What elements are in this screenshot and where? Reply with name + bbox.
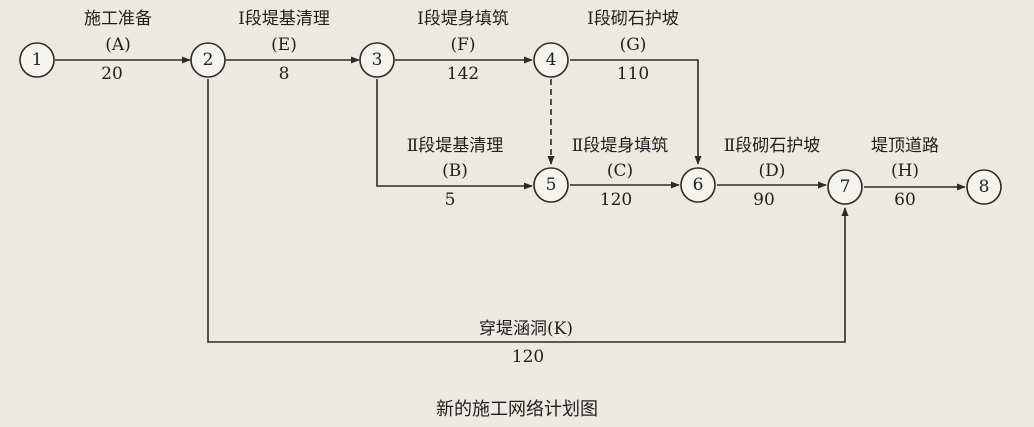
activity-e-duration: 8 [279,64,290,84]
node-4: 4 [533,42,569,78]
edge-g [570,59,702,165]
node-2-label: 2 [203,50,214,70]
activity-g-duration: 110 [617,64,649,84]
diagram-caption: 新的施工网络计划图 [436,399,598,420]
activity-b-name: Ⅱ段堤基清理 [407,136,504,156]
activity-d-code: (D) [759,161,786,181]
activity-k-duration: 120 [512,347,544,367]
activity-d-name: Ⅱ段砌石护坡 [724,136,821,156]
activity-d-duration: 90 [753,190,775,210]
node-3-label: 3 [372,50,383,70]
node-5-label: 5 [546,175,557,195]
edge-k [207,79,849,343]
activity-a-duration: 20 [101,64,123,84]
activity-h-name: 堤顶道路 [871,136,939,156]
activity-c-name: Ⅱ段堤身填筑 [572,136,669,156]
edge-b [376,79,533,190]
activity-f-name: Ⅰ段堤身填筑 [417,9,509,29]
node-8-label: 8 [979,177,990,197]
node-6: 6 [680,167,716,203]
activity-a-code: (A) [105,35,131,55]
node-7: 7 [827,169,863,205]
activity-g-code: (G) [620,35,647,55]
activity-a-name: 施工准备 [84,9,152,29]
activity-c-duration: 120 [600,190,632,210]
activity-e-code: (E) [271,35,297,55]
node-6-label: 6 [693,175,704,195]
activity-f-code: (F) [450,35,475,55]
activity-h-duration: 60 [894,190,916,210]
node-5: 5 [533,167,569,203]
activity-e-name: Ⅰ段堤基清理 [238,9,330,29]
node-8: 8 [966,169,1002,205]
node-1: 1 [19,42,55,78]
activity-g-name: Ⅰ段砌石护坡 [587,9,679,29]
node-3: 3 [359,42,395,78]
activity-k-name: 穿堤涵洞(K) [479,319,573,339]
activity-b-duration: 5 [445,190,456,210]
node-2: 2 [190,42,226,78]
node-7-label: 7 [840,177,851,197]
node-1-label: 1 [32,50,43,70]
activity-f-duration: 142 [447,64,479,84]
activity-h-code: (H) [891,161,919,181]
activity-c-code: (C) [607,161,633,181]
node-4-label: 4 [546,50,557,70]
activity-b-code: (B) [442,161,468,181]
